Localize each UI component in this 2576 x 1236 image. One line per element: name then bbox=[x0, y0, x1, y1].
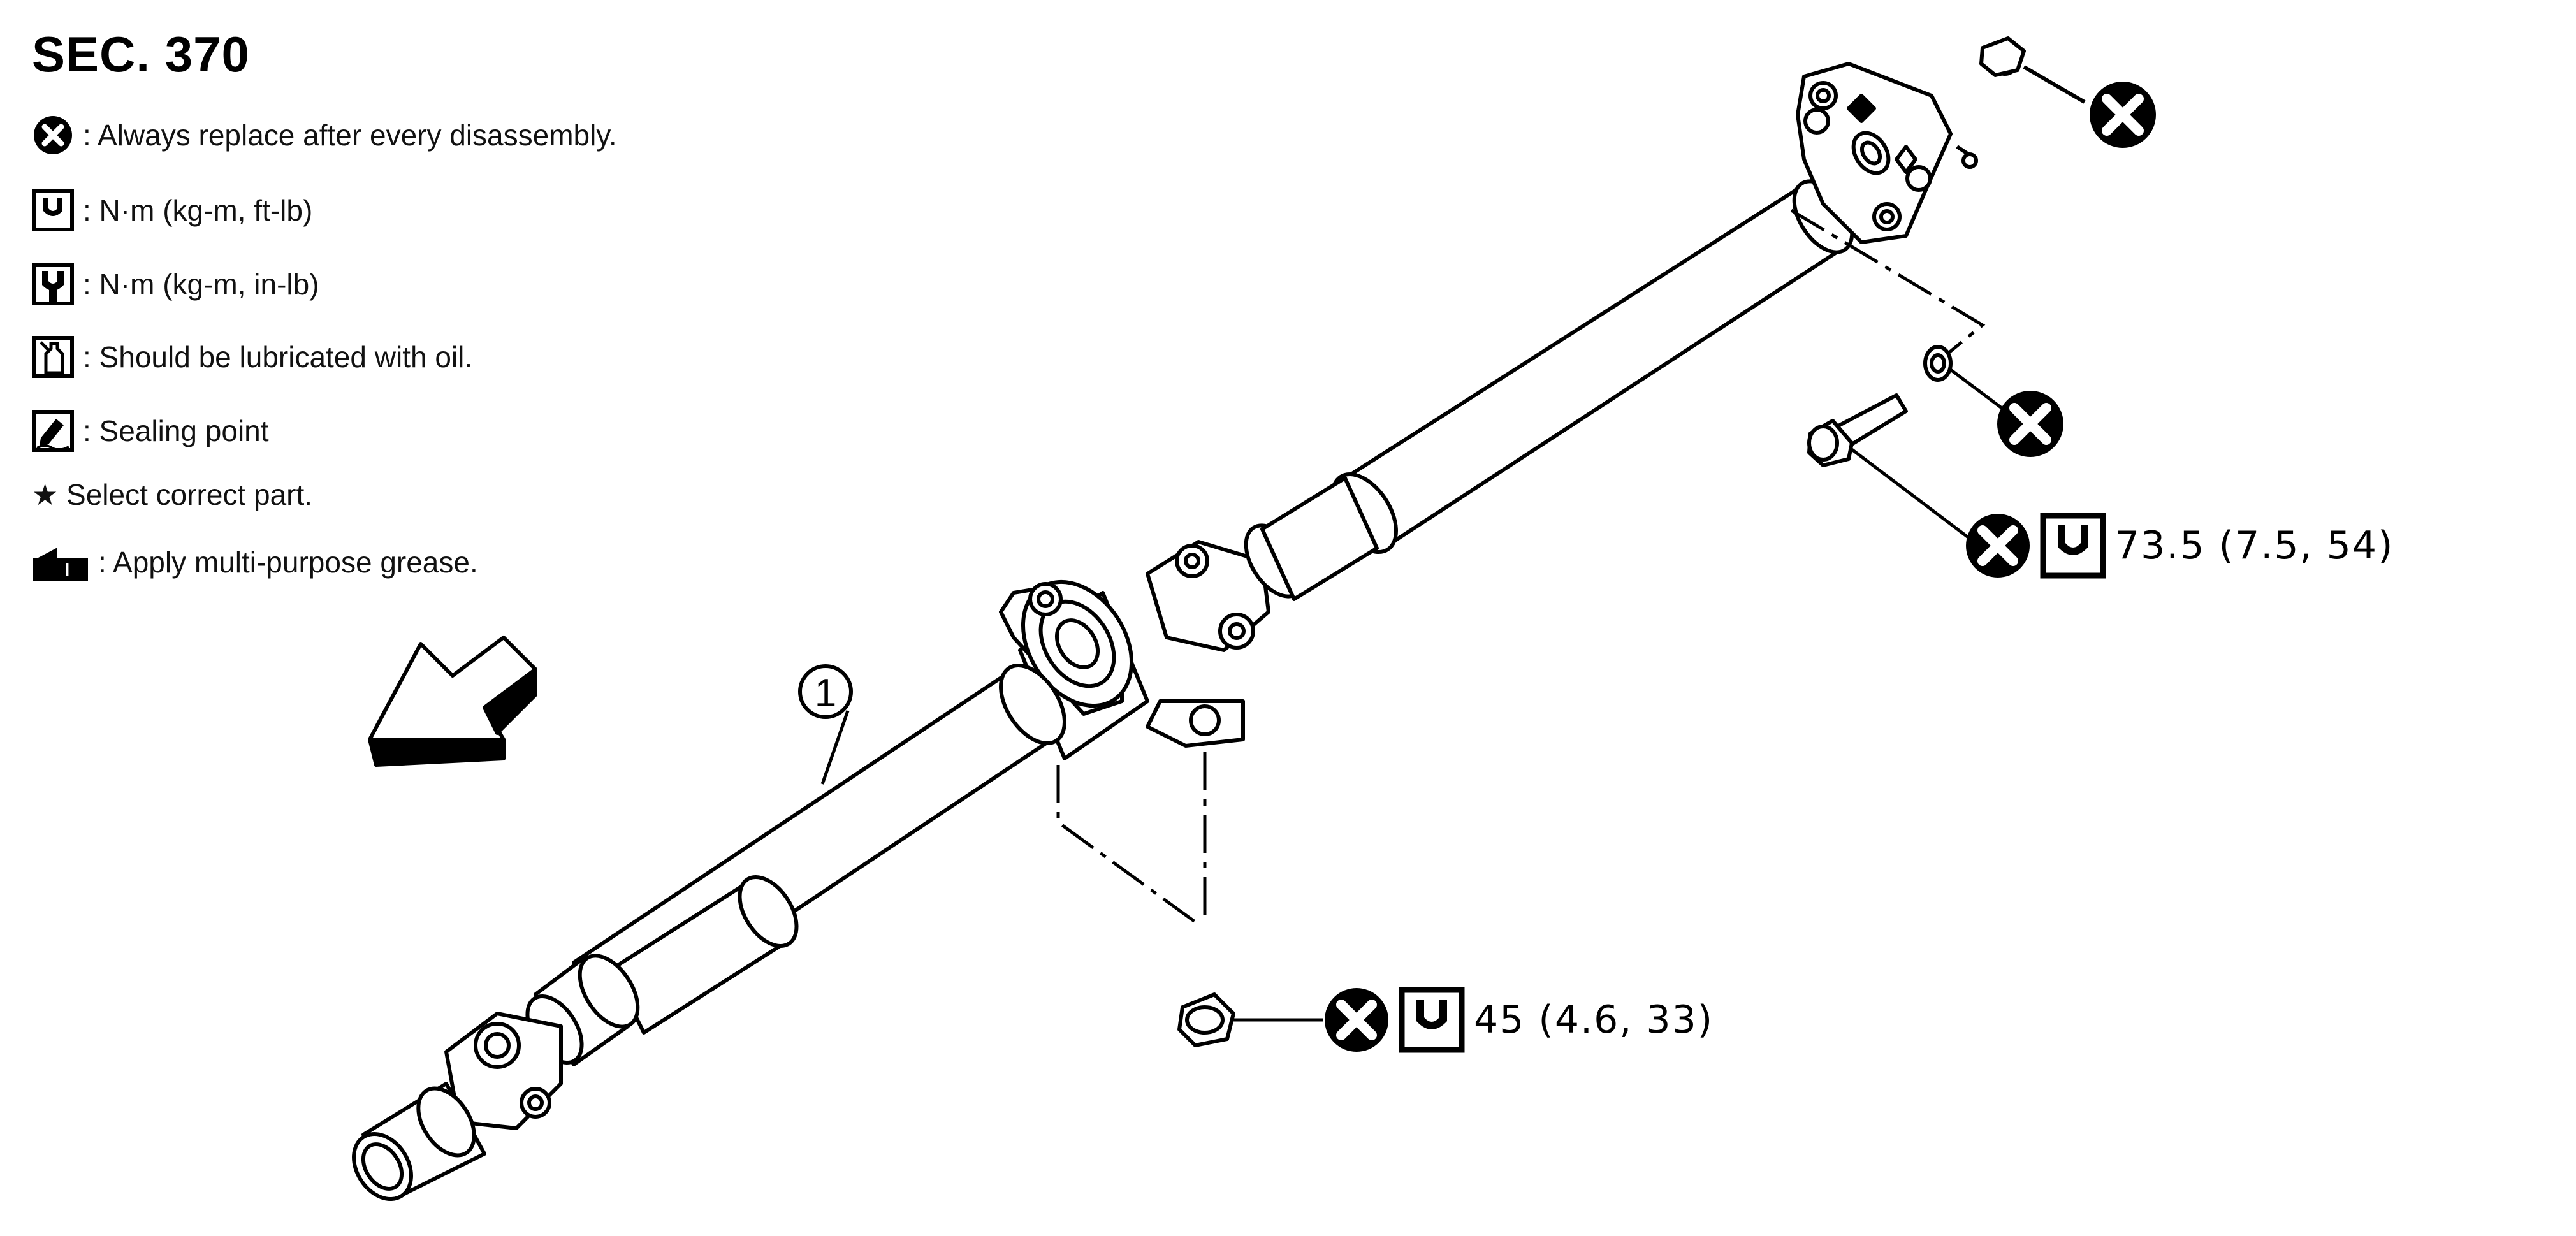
replace-always-icon bbox=[1323, 987, 1390, 1053]
front-shaft-tube bbox=[572, 663, 1066, 1035]
sealing-point-icon bbox=[32, 410, 74, 452]
grease-icon: l bbox=[32, 541, 89, 583]
replace-always-icon bbox=[2090, 82, 2156, 148]
replace-always-icon bbox=[32, 114, 74, 156]
replace-always-icon bbox=[1997, 391, 2063, 457]
replace-always-icon bbox=[1965, 513, 2031, 579]
legend-oil: : Should be lubricated with oil. bbox=[32, 331, 472, 382]
legend-star: ★ Select correct part. bbox=[32, 469, 312, 520]
legend-sealing: : Sealing point bbox=[32, 405, 269, 456]
torque-in-lb-icon bbox=[32, 263, 74, 305]
center-bearing-nut-spec: 45 (4.6, 33) bbox=[1323, 987, 1714, 1053]
legend-text: : N·m (kg-m, ft-lb) bbox=[83, 194, 313, 227]
front-stub-shaft bbox=[352, 1082, 486, 1202]
legend-torque-in-lb: : N·m (kg-m, in-lb) bbox=[32, 259, 319, 310]
svg-text:l: l bbox=[65, 560, 69, 579]
legend-torque-ft-lb: : N·m (kg-m, ft-lb) bbox=[32, 185, 312, 236]
torque-ft-lb-icon bbox=[2040, 513, 2106, 579]
flange-bolt-torque: 73.5 (7.5, 54) bbox=[2115, 523, 2394, 568]
rear-shaft-tube bbox=[1330, 179, 1854, 555]
flange-bolt-spec: 73.5 (7.5, 54) bbox=[1965, 513, 2394, 579]
torque-ft-lb-icon bbox=[1399, 987, 1465, 1053]
torque-ft-lb-icon bbox=[32, 189, 74, 231]
legend-text: : Sealing point bbox=[83, 414, 269, 447]
center-bearing-assembly bbox=[999, 579, 1245, 760]
bolt-washer bbox=[1923, 345, 1953, 382]
front-arrow-icon bbox=[368, 636, 537, 767]
part-number-label: 1 bbox=[815, 671, 836, 715]
legend-text: ★ Select correct part. bbox=[32, 478, 313, 511]
legend-text: : Apply multi-purpose grease. bbox=[98, 546, 478, 579]
rear-flange-coupling bbox=[1796, 62, 1978, 244]
section-title: SEC. 370 bbox=[32, 26, 250, 82]
legend-replace: : Always replace after every disassembly… bbox=[32, 110, 617, 161]
legend-text: : Always replace after every disassembly… bbox=[83, 119, 617, 152]
flange-bolt bbox=[1807, 393, 1908, 467]
rear-flange-washer bbox=[1979, 36, 2026, 77]
center-u-joint bbox=[1146, 476, 1379, 652]
legend-text: : Should be lubricated with oil. bbox=[83, 340, 473, 374]
legend-grease: l : Apply multi-purpose grease. bbox=[32, 537, 478, 588]
oil-lubricate-icon bbox=[32, 336, 74, 378]
legend-text: : N·m (kg-m, in-lb) bbox=[83, 268, 319, 301]
center-bearing-nut bbox=[1177, 992, 1235, 1047]
part-number-balloon: 1 bbox=[798, 664, 853, 719]
center-bearing-torque: 45 (4.6, 33) bbox=[1474, 998, 1714, 1042]
